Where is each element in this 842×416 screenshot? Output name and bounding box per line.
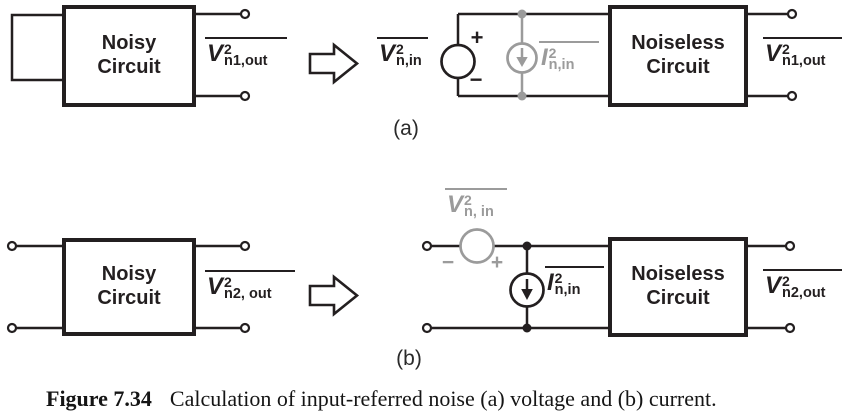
part-b-diagram	[6, 228, 796, 337]
label-sup: 2	[548, 45, 557, 61]
output-leads	[194, 244, 241, 330]
equivalent-input-wires	[431, 244, 610, 330]
noisy-circuit-box	[62, 5, 196, 107]
plus-sign: +	[470, 25, 484, 50]
label-sup: 2	[224, 41, 232, 57]
terminal-icon	[239, 8, 251, 20]
terminal-icon	[6, 322, 18, 334]
minus-sign: −	[441, 251, 455, 274]
junction-dot-icon	[517, 91, 527, 101]
noiseless-circuit-box	[608, 237, 748, 337]
box-label-line: Noiseless	[631, 263, 725, 285]
label-sup: 2	[224, 274, 232, 290]
caption-number: Figure 7.34	[46, 386, 152, 411]
label-sub: n1,out	[782, 53, 826, 69]
noiseless-circuit-box	[608, 5, 748, 107]
label-sup: 2	[782, 41, 790, 57]
terminal-icon	[239, 240, 251, 252]
label-sub: n,in	[548, 57, 575, 73]
noisy-circuit-label: Noisy Circuit	[97, 262, 160, 310]
figure-caption: Figure 7.34 Calculation of input-referred…	[46, 386, 717, 412]
box-label-line: Noiseless	[631, 32, 725, 54]
box-label-line: Circuit	[97, 287, 161, 309]
output-leads	[194, 12, 241, 98]
implication-arrow-icon	[308, 42, 360, 85]
label-sup: 2	[554, 270, 563, 286]
voltage-source-icon	[440, 43, 476, 80]
label-base: V	[379, 40, 396, 67]
label-sup: 2	[782, 273, 790, 289]
terminal-icon	[239, 90, 251, 102]
current-arrow-head-icon	[521, 289, 533, 300]
terminal-icon	[784, 240, 796, 252]
terminal-icon	[6, 240, 18, 252]
junction-dot-icon	[522, 323, 532, 333]
junction-dot-icon	[522, 241, 532, 251]
label-sub: n,in	[554, 282, 581, 298]
implication-arrow-icon	[308, 274, 360, 317]
equivalent-input-wires	[456, 12, 610, 98]
output-leads	[746, 12, 788, 98]
label-base: V	[207, 40, 224, 67]
label-base: V	[447, 191, 464, 218]
terminal-icon	[786, 90, 798, 102]
label-sub: n2, out	[224, 286, 272, 302]
minus-sign: −	[469, 67, 483, 92]
noiseless-circuit-label: Noiseless Circuit	[631, 262, 724, 310]
part-a-diagram	[10, 5, 798, 107]
part-b-tag: (b)	[396, 347, 422, 370]
noisy-circuit-label: Noisy Circuit	[97, 31, 160, 79]
terminal-icon	[786, 8, 798, 20]
terminal-icon	[421, 240, 433, 252]
output-leads	[746, 244, 786, 330]
box-label-line: Noisy	[101, 263, 157, 285]
label-sub: n, in	[464, 204, 494, 220]
label-sup: 2	[396, 41, 404, 57]
caption-text: Calculation of input-referred noise (a) …	[169, 386, 717, 411]
box-label-line: Circuit	[646, 287, 710, 309]
box-label-line: Circuit	[97, 56, 161, 78]
label-sup: 2	[464, 192, 472, 208]
label-base: V	[765, 40, 782, 67]
noisy-circuit-box	[62, 238, 196, 336]
label-sub: n1,out	[224, 53, 268, 69]
part-a-tag: (a)	[393, 117, 419, 140]
box-label-line: Noisy	[101, 32, 157, 54]
junction-dot-icon	[517, 9, 527, 19]
label-base: V	[765, 272, 782, 299]
input-short-wire	[10, 13, 62, 82]
terminal-icon	[784, 322, 796, 334]
voltage-source-icon	[459, 228, 495, 264]
box-label-line: Circuit	[646, 56, 710, 78]
terminal-icon	[239, 322, 251, 334]
input-leads	[16, 244, 64, 330]
label-sub: n,in	[396, 53, 422, 69]
label-base: I	[541, 44, 548, 71]
label-base: V	[207, 273, 224, 300]
label-base: I	[547, 269, 554, 296]
plus-sign: +	[490, 251, 504, 274]
noiseless-circuit-label: Noiseless Circuit	[631, 31, 724, 79]
terminal-icon	[421, 322, 433, 334]
label-sub: n2,out	[782, 285, 826, 301]
current-arrow-head-icon	[516, 57, 528, 67]
